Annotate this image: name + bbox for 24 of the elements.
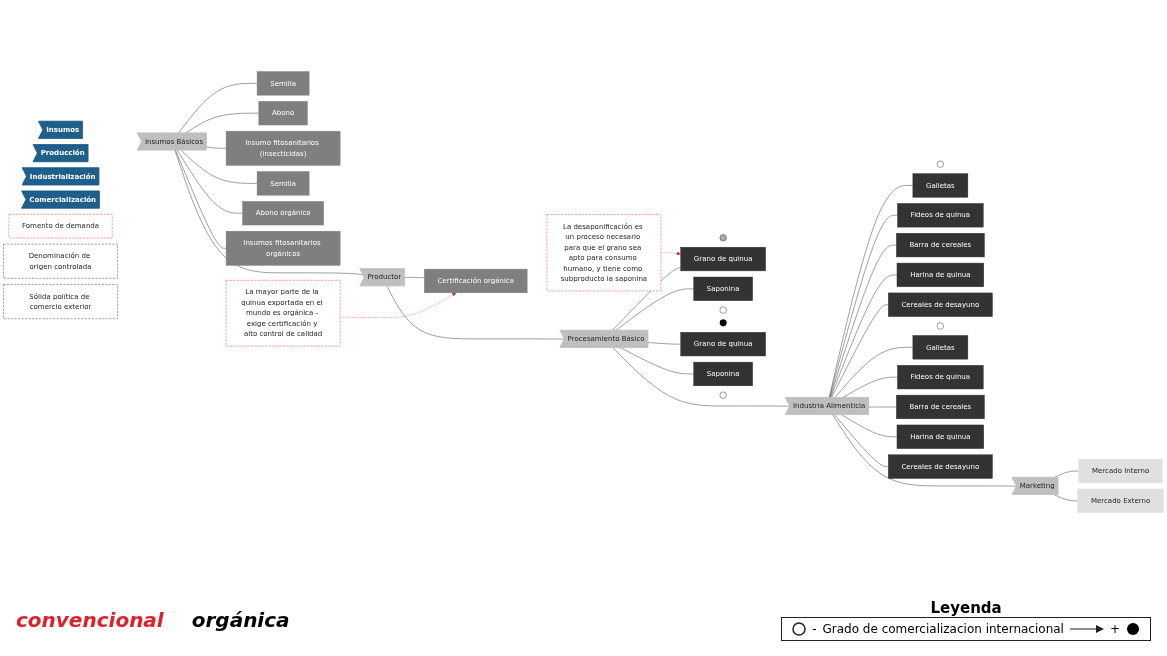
connector	[868, 406, 897, 408]
connector	[841, 414, 898, 437]
connector	[620, 347, 694, 375]
connector	[647, 342, 681, 345]
connector	[834, 347, 914, 398]
node-circle	[719, 319, 727, 327]
connector	[829, 214, 898, 398]
connector	[832, 414, 1017, 487]
node-circle	[936, 322, 944, 330]
connector	[842, 376, 898, 398]
connector	[615, 288, 694, 331]
legend-title: Leyenda	[930, 599, 1002, 617]
node-circle	[719, 391, 727, 399]
connector	[829, 244, 897, 398]
node-circle	[719, 234, 727, 242]
legend-text: Grado de comercializacion internacional	[822, 622, 1064, 636]
node-circle	[719, 306, 727, 314]
connector	[829, 185, 914, 398]
minus-sign: -	[812, 622, 817, 636]
connector	[830, 274, 898, 398]
plus-sign: +	[1109, 622, 1120, 636]
side-label: convencional	[16, 608, 164, 632]
node-circle	[936, 160, 944, 168]
side-label: orgánica	[191, 608, 290, 632]
